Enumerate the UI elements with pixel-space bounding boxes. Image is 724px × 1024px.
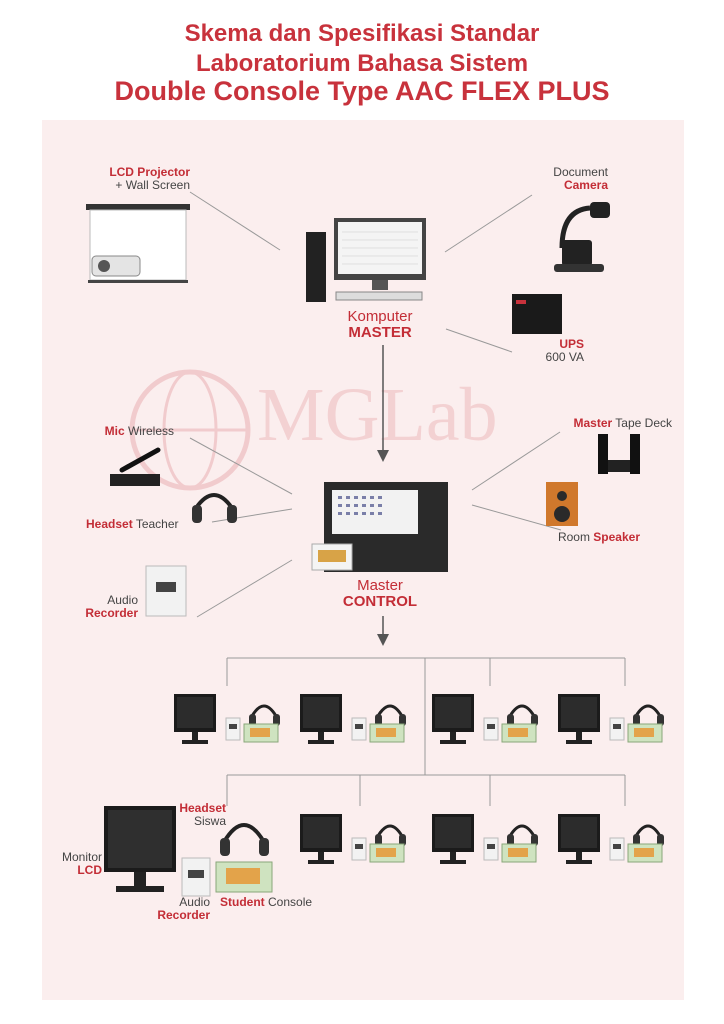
headset-siswa-icon [220,823,269,856]
title-line-1: Skema dan Spesifikasi Standar [184,20,540,47]
monitor-lcd-icon [104,806,176,892]
audio-recorder-icon [145,565,187,617]
label-lcd-projector: LCD Projector+ Wall Screen [109,165,190,192]
label-headset-teacher: Headset Teacher [86,517,179,531]
student-station-8 [556,812,666,866]
master-control-icon [311,482,448,572]
student-station-6 [298,812,408,866]
title-line-2: Laboratorium Bahasa Sistem [195,50,529,77]
label-room-speaker: Room Speaker [557,530,640,544]
headset-teacher-icon [192,493,237,523]
student-console-icon [215,861,273,893]
ups-icon [512,294,562,334]
label-master-tape-deck: Master Tape Deck [573,416,672,430]
lcd-projector-icon [91,255,141,277]
watermark-globe-icon [129,369,251,491]
document-camera-icon [554,202,610,272]
mic-wireless-icon [110,447,161,486]
master-tape-deck-icon [598,434,640,474]
room-speaker-icon [546,482,578,526]
watermark-text: MGLab [257,373,498,457]
label-mic-wireless: Mic Wireless [104,424,174,438]
diagram-canvas: MGLab [86,191,666,897]
connector-lines [189,191,626,806]
label-student-console: Student Console [220,895,313,909]
student-station-2 [298,692,408,746]
student-station-7 [430,812,540,866]
diagram-panel: MGLab [42,120,684,1000]
computer-master-icon [306,218,426,302]
student-station-4 [556,692,666,746]
student-station-3 [430,692,540,746]
title-line-3: Double Console Type AAC FLEX PLUS [114,76,610,106]
audio-recorder-student-icon [181,857,211,897]
student-station-1 [172,692,282,746]
